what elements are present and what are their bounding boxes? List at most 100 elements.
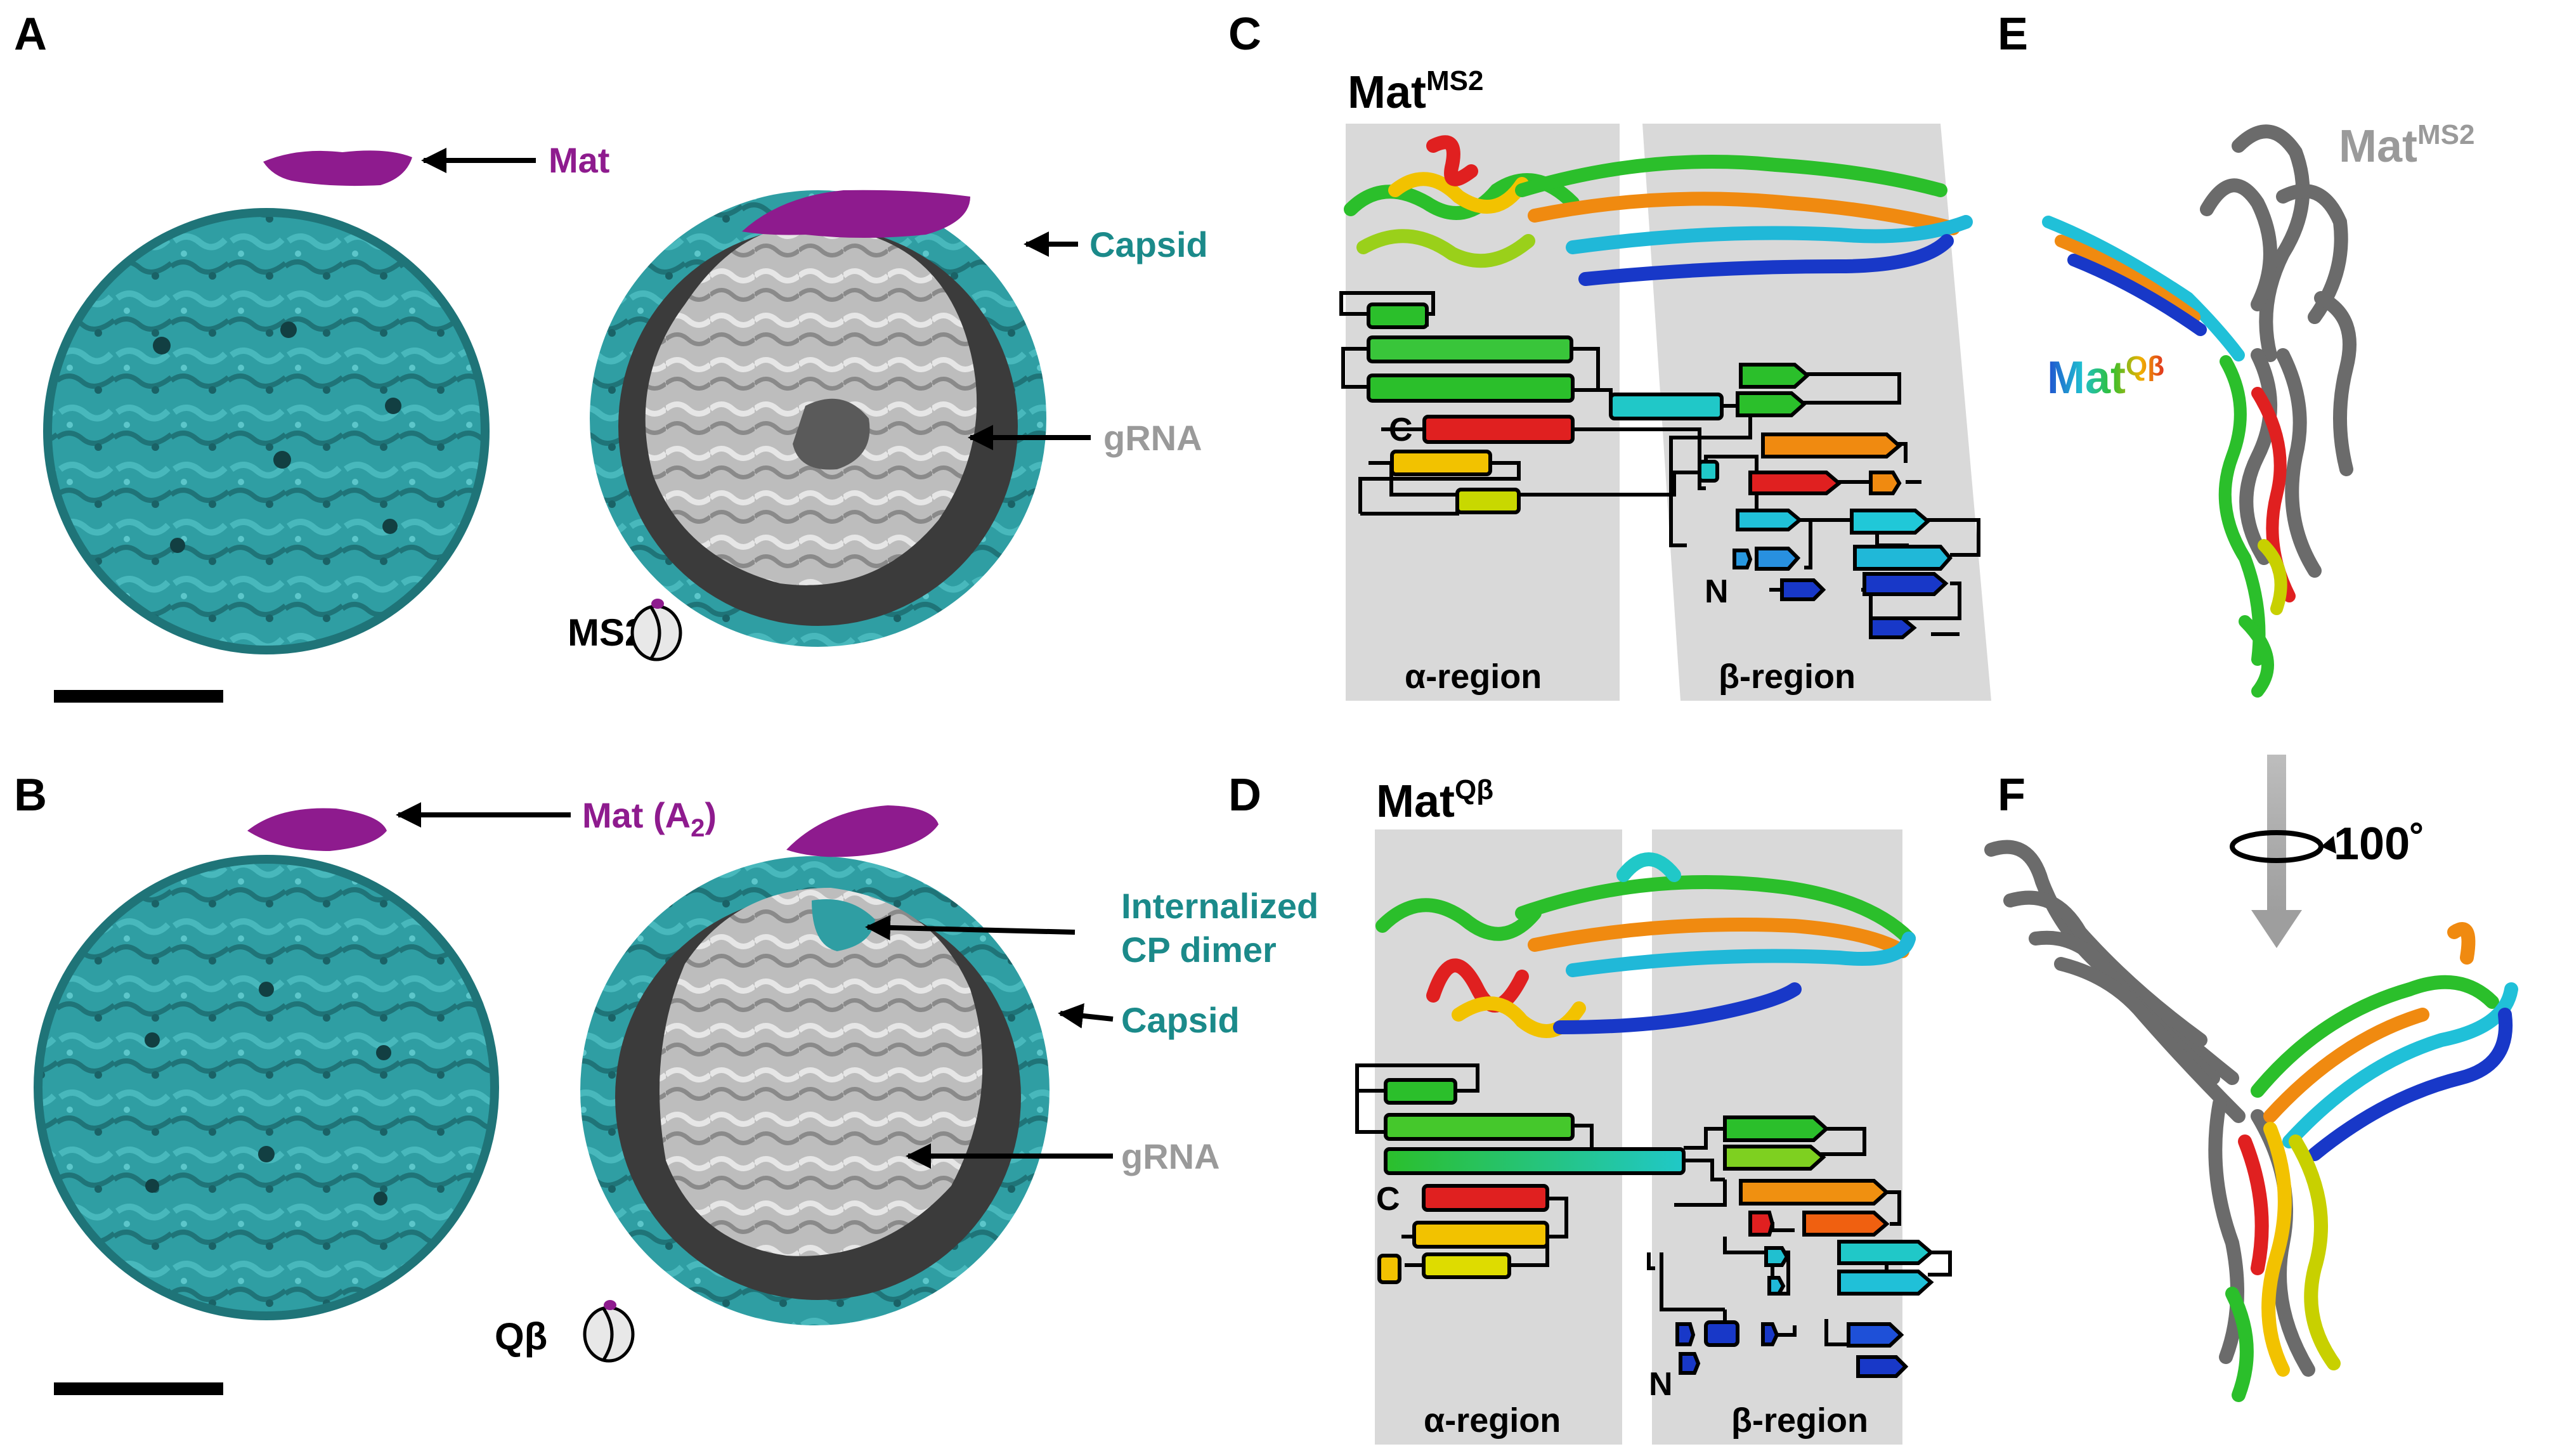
d-strand-1	[1723, 1115, 1830, 1142]
panel-c: MatMS2 C	[1339, 65, 1991, 701]
d-strand-6	[1764, 1246, 1790, 1267]
qb-capsid-arrow	[1058, 1003, 1114, 1029]
c-helix-7	[1698, 460, 1719, 483]
c-alpha-region-bg	[1346, 124, 1620, 701]
c-helix-4	[1609, 393, 1724, 420]
d-strand-14	[1856, 1355, 1909, 1378]
panel-a: Mat Capsid gRNA MS2	[43, 140, 1208, 703]
qb-capsid-pores	[145, 982, 391, 1206]
c-strand-5	[1869, 471, 1902, 495]
panel-f	[1984, 840, 2518, 1402]
panel-e: MatMS2 MatQβ	[2042, 119, 2474, 698]
rotation-indicator: 100˚	[2230, 755, 2425, 948]
c-helix-3	[1367, 374, 1575, 403]
c-strand-6	[1736, 509, 1803, 531]
qb-capsid-label: Capsid	[1121, 1000, 1240, 1040]
ms2-capsid-sphere	[48, 212, 485, 650]
c-helix-5	[1390, 450, 1492, 476]
d-strand-10	[1675, 1322, 1696, 1346]
qb-mat-protein	[247, 808, 387, 851]
c-strand-3	[1761, 432, 1902, 458]
panel-d: MatQβ C	[1355, 774, 1952, 1445]
qb-grna	[660, 888, 983, 1256]
d-strand-3	[1739, 1179, 1890, 1206]
mat-a2-label: Mat (A2)	[582, 795, 717, 842]
d-helix-4	[1412, 1221, 1549, 1249]
c-title: MatMS2	[1348, 65, 1483, 118]
c-strand-13	[1869, 616, 1917, 639]
c-alpha-region-label: α-region	[1405, 658, 1542, 696]
ms2-capsid-pores	[153, 322, 401, 553]
c-beta-region-label: β-region	[1719, 658, 1856, 696]
panel-label-a: A	[14, 9, 47, 60]
d-strand-5	[1802, 1211, 1890, 1237]
d-beta-region-label: β-region	[1731, 1401, 1868, 1440]
d-helix-6	[1422, 1252, 1511, 1279]
qb-capsid-shade	[34, 855, 499, 1320]
panel-label-d: D	[1228, 770, 1261, 821]
qb-internalized-cp	[812, 899, 875, 951]
internalized-cp-arrow	[865, 914, 1076, 940]
d-strand-2	[1723, 1145, 1826, 1171]
d-topology: C N	[1355, 1063, 1952, 1403]
c-helix-6	[1455, 488, 1521, 514]
c-strand-12	[1780, 578, 1826, 601]
d-helix-1	[1384, 1078, 1457, 1105]
d-c-terminus: C	[1376, 1181, 1400, 1218]
panel-label-e: E	[1998, 9, 2028, 60]
d-strand-12	[1847, 1322, 1904, 1348]
qb-grna-label: gRNA	[1121, 1136, 1220, 1176]
c-strand-8	[1733, 549, 1753, 569]
c-strand-2	[1736, 391, 1807, 417]
e-qb-label: MatQβ	[2047, 351, 2164, 403]
d-strand-9	[1837, 1270, 1934, 1296]
panel-label-c: C	[1228, 9, 1261, 60]
panel-b: Mat (A2) Internalized CP dimer Capsid gR…	[34, 795, 1318, 1395]
d-alpha-region-label: α-region	[1424, 1401, 1561, 1440]
d-strand-7	[1837, 1240, 1934, 1265]
c-helix-1	[1367, 302, 1429, 329]
f-qb-model	[2225, 922, 2518, 1402]
d-helix-c-terminal	[1422, 1184, 1549, 1212]
c-strand-11	[1863, 572, 1949, 596]
rotation-arrow-head	[2251, 910, 2302, 948]
c-topology: C N	[1339, 291, 1980, 639]
d-strand-11	[1761, 1322, 1779, 1346]
c-c-terminus: C	[1389, 412, 1413, 448]
ms2-orientation-icon	[630, 599, 682, 661]
e-qb-model	[2042, 216, 2296, 698]
e-ms2-model	[2200, 124, 2357, 578]
d-helix-7	[1704, 1320, 1739, 1347]
c-strand-4	[1748, 471, 1842, 495]
internalized-cp-label-1: Internalized	[1121, 886, 1318, 926]
d-strand-13	[1679, 1352, 1701, 1375]
qb-orientation-icon	[583, 1300, 635, 1363]
c-strand-9	[1755, 547, 1801, 571]
d-helix-3	[1384, 1147, 1686, 1175]
ms2-capsid-shade	[43, 208, 490, 654]
d-helix-5	[1377, 1254, 1401, 1284]
ms2-grna-core	[793, 398, 870, 470]
qb-mat-cutaway	[786, 805, 939, 857]
d-strand-4	[1748, 1211, 1775, 1237]
grna-label: gRNA	[1103, 418, 1202, 458]
c-helix-2	[1367, 335, 1573, 363]
ms2-mat-protein	[263, 150, 412, 186]
panel-label-f: F	[1998, 770, 2025, 821]
f-ms2-model	[1984, 840, 2315, 1377]
rotation-loop-arrowhead	[2321, 836, 2336, 854]
rotation-label: 100˚	[2334, 819, 2425, 869]
e-ms2-label: MatMS2	[2339, 119, 2474, 172]
d-ribbon-model	[1375, 852, 1916, 1038]
qb-phage-label: Qβ	[495, 1315, 547, 1358]
c-ribbon-model	[1344, 135, 1973, 286]
internalized-cp-label-2: CP dimer	[1121, 930, 1277, 970]
c-n-terminus: N	[1705, 573, 1729, 610]
mat-label: Mat	[549, 140, 609, 180]
d-n-terminus: N	[1649, 1366, 1673, 1403]
c-strand-1	[1739, 363, 1811, 389]
d-helix-2	[1384, 1113, 1575, 1141]
d-title: MatQβ	[1376, 774, 1493, 827]
ms2-mat-cutaway	[742, 190, 970, 238]
